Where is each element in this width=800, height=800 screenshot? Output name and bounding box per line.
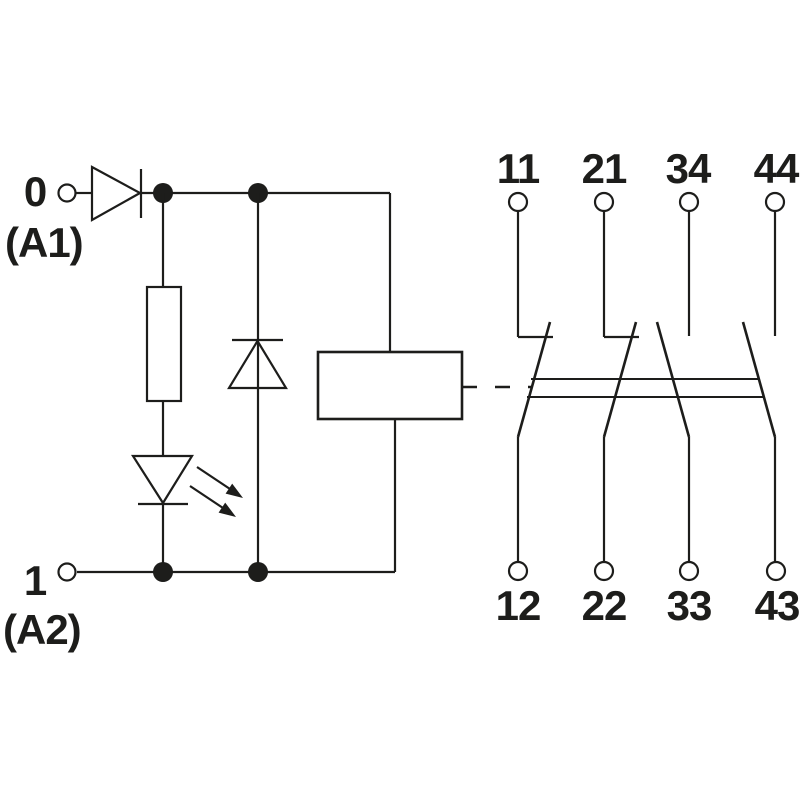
contact-no-43-44: 44 43 bbox=[741, 145, 800, 629]
diode-right-icon bbox=[90, 165, 143, 222]
terminal-label-a2: (A2) bbox=[3, 606, 81, 653]
diode-up-icon bbox=[227, 338, 288, 390]
terminal-circle-21 bbox=[593, 191, 615, 213]
contact-block: 11 12 21 22 34 33 bbox=[496, 145, 800, 629]
contact-blade bbox=[655, 321, 691, 438]
contact-no-33-34: 34 33 bbox=[655, 145, 713, 629]
terminal-label-11: 11 bbox=[497, 145, 540, 192]
terminal-label-12: 12 bbox=[496, 582, 541, 629]
state-label-0: 0 bbox=[24, 168, 46, 215]
contact-nc-21-22: 21 22 bbox=[582, 145, 639, 629]
contact-blade bbox=[741, 321, 777, 438]
led-emission-arrows bbox=[189, 466, 243, 517]
terminal-circle-43 bbox=[765, 560, 787, 582]
led-down-icon bbox=[130, 454, 243, 517]
junction-dot bbox=[153, 562, 173, 582]
terminal-circle-44 bbox=[764, 191, 786, 213]
terminal-circle-12 bbox=[507, 560, 529, 582]
contact-blade bbox=[602, 321, 638, 438]
terminal-label-21: 21 bbox=[582, 145, 627, 192]
terminal-circle-34 bbox=[678, 191, 700, 213]
terminal-label-a1: (A1) bbox=[5, 219, 83, 266]
terminal-circle-a1 bbox=[57, 183, 77, 203]
terminal-circle-22 bbox=[593, 560, 615, 582]
terminal-label-44: 44 bbox=[754, 145, 800, 192]
junction-dot bbox=[248, 562, 268, 582]
terminal-circle-33 bbox=[678, 560, 700, 582]
terminal-label-33: 33 bbox=[667, 582, 712, 629]
terminal-label-43: 43 bbox=[755, 582, 800, 629]
resistor-icon bbox=[145, 285, 183, 403]
contact-blade bbox=[516, 321, 552, 438]
terminal-circle-a2 bbox=[57, 562, 77, 582]
contact-nc-11-12: 11 12 bbox=[496, 145, 553, 629]
state-label-1: 1 bbox=[24, 557, 47, 604]
terminal-circle-11 bbox=[507, 191, 529, 213]
coil-circuit: 0 (A1) 1 (A2) bbox=[3, 165, 532, 653]
coil-box-icon bbox=[316, 350, 464, 421]
terminal-label-34: 34 bbox=[666, 145, 712, 192]
terminal-label-22: 22 bbox=[582, 582, 627, 629]
